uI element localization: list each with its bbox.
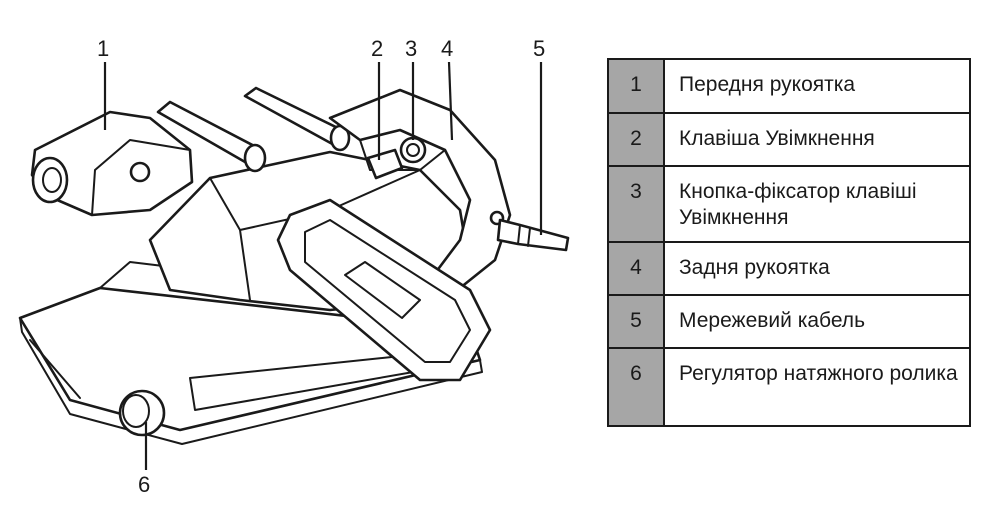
legend-row: 4 Задня рукоятка (607, 241, 971, 296)
legend-number: 5 (607, 294, 665, 349)
legend-text: Регулятор натяжного ролика (663, 347, 971, 427)
legend-row: 2 Клавіша Увімкнення (607, 112, 971, 167)
legend-text: Кнопка-фіксатор клавіші Увімкнення (663, 165, 971, 243)
legend-number: 1 (607, 58, 665, 114)
power-cable (496, 218, 570, 252)
callout-4: 4 (441, 36, 453, 61)
legend-text: Передня рукоятка (663, 58, 971, 114)
legend-number: 4 (607, 241, 665, 296)
belt-sander-drawing: 1 2 3 4 5 6 (18, 36, 570, 497)
belt-cover (276, 198, 492, 382)
legend-row: 1 Передня рукоятка (607, 58, 971, 114)
legend-text: Мережевий кабель (663, 294, 971, 349)
legend-number: 3 (607, 165, 665, 243)
legend-text: Клавіша Увімкнення (663, 112, 971, 167)
legend-number: 2 (607, 112, 665, 167)
callout-3: 3 (405, 36, 417, 61)
power-switch (366, 148, 404, 180)
callout-2: 2 (371, 36, 383, 61)
tension-roller-knob (118, 389, 166, 437)
callout-1: 1 (97, 36, 109, 61)
legend-text: Задня рукоятка (663, 241, 971, 296)
lock-button (399, 136, 427, 164)
legend-row: 5 Мережевий кабель (607, 294, 971, 349)
legend-row: 6 Регулятор натяжного ролика (607, 347, 971, 427)
callout-5: 5 (533, 36, 545, 61)
callout-6: 6 (138, 472, 150, 497)
legend-row: 3 Кнопка-фіксатор клавіші Увімкнення (607, 165, 971, 243)
legend-number: 6 (607, 347, 665, 427)
parts-legend-table: 1 Передня рукоятка 2 Клавіша Увімкнення … (607, 58, 971, 427)
